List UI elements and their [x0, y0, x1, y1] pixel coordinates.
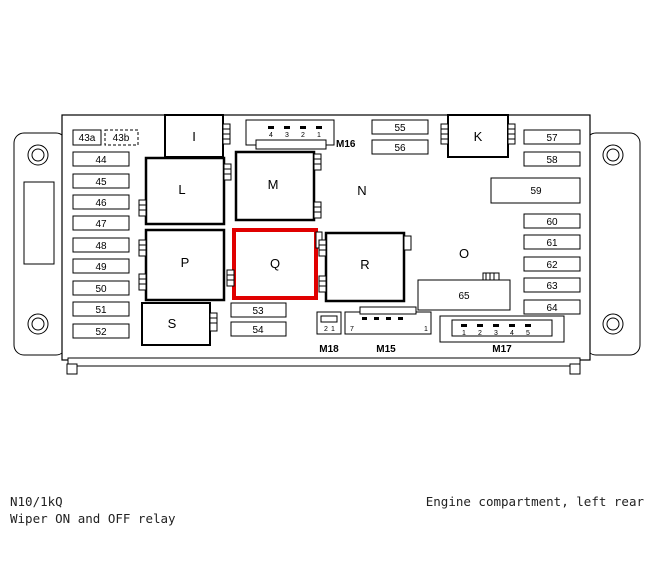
fuse-46: 46	[72, 194, 130, 210]
component-description: Wiper ON and OFF relay	[10, 511, 176, 526]
pin-label: 1	[317, 132, 321, 139]
relay-q-highlight	[232, 228, 318, 300]
area-o-label: O	[459, 246, 469, 261]
pin-label: 2	[324, 326, 328, 333]
connector-label: M15	[376, 344, 396, 355]
pin-label: 7	[350, 326, 354, 333]
component-location: Engine compartment, left rear	[425, 494, 644, 509]
caption-left: N10/1kQ Wiper ON and OFF relay	[10, 493, 176, 527]
fuse-label: 57	[546, 133, 558, 144]
fuse-62: 62	[523, 256, 581, 272]
fuse-49: 49	[72, 258, 130, 274]
mounting-flange-left	[13, 132, 67, 356]
fuse-label: 58	[546, 155, 558, 166]
relay-label: S	[168, 316, 177, 331]
fuse-43b: 43b	[104, 129, 139, 146]
fuse-60: 60	[523, 213, 581, 229]
fuse-label: 62	[546, 260, 558, 271]
fuse-57: 57	[523, 129, 581, 145]
foot-right	[569, 363, 581, 375]
relay-i: I	[164, 114, 231, 158]
fuse-label: 46	[95, 198, 107, 209]
fuse-label: 56	[394, 143, 406, 154]
pin-label: 3	[494, 330, 498, 337]
fuse-label: 52	[95, 327, 107, 338]
fuse-label: 44	[95, 155, 107, 166]
fuse-63: 63	[523, 277, 581, 293]
fuse-48: 48	[72, 237, 130, 253]
pin-label: 2	[478, 330, 482, 337]
mounting-flange-right	[585, 132, 641, 356]
relay-l: L	[138, 156, 232, 226]
fuse-label: 65	[458, 291, 470, 302]
fuse-label: 49	[95, 262, 107, 273]
relay-q: Q	[226, 228, 323, 300]
relay-label: R	[360, 257, 369, 272]
area-n-label: N	[357, 183, 366, 198]
fuse-44: 44	[72, 151, 130, 167]
fuse-label: 47	[95, 219, 107, 230]
pin-label: 4	[269, 132, 273, 139]
pin-label: 3	[285, 132, 289, 139]
pin-label: 5	[526, 330, 530, 337]
fuse-50: 50	[72, 280, 130, 296]
relay-k: K	[440, 114, 516, 158]
fuse-61: 61	[523, 234, 581, 250]
fuse-label: 59	[530, 186, 542, 197]
fuse-65: 65	[417, 272, 511, 311]
relay-p: P	[138, 228, 226, 302]
fuse-label: 54	[252, 325, 264, 336]
relay-label: L	[178, 182, 185, 197]
connector-m17: 1 2 3 4 5 M17	[439, 315, 565, 355]
fuse-52: 52	[72, 323, 130, 339]
component-code: N10/1kQ	[10, 494, 63, 509]
fuse-label: 60	[546, 217, 558, 228]
relay-label: I	[192, 129, 196, 144]
pin-label: 1	[462, 330, 466, 337]
fuse-51: 51	[72, 301, 130, 317]
relay-label: Q	[270, 256, 280, 271]
connector-m16: 4 3 2 1 M16	[245, 119, 356, 150]
foot-left	[66, 363, 78, 375]
relay-s: S	[141, 302, 218, 346]
fuse-label: 61	[546, 238, 558, 249]
pin-label: 2	[301, 132, 305, 139]
fuse-64: 64	[523, 299, 581, 315]
fuse-label: 55	[394, 123, 406, 134]
relay-r: R	[318, 231, 412, 303]
caption-right: Engine compartment, left rear	[426, 493, 644, 510]
fuse-label: 53	[252, 306, 264, 317]
relay-label: P	[181, 255, 190, 270]
fuse-label: 64	[546, 303, 558, 314]
fuse-label: 50	[95, 284, 107, 295]
fuse-53: 53	[230, 302, 287, 318]
pin-label: 4	[510, 330, 514, 337]
fuse-45: 45	[72, 173, 130, 189]
connector-label: M16	[336, 139, 356, 150]
fuse-56: 56	[371, 139, 429, 155]
fuse-box-diagram: 43a 43b 44 45 46 47 48 49 50 51 52 53 54…	[13, 114, 641, 375]
connector-label: M18	[319, 344, 339, 355]
fuse-59: 59	[490, 177, 581, 204]
relay-label: M	[268, 177, 279, 192]
fuse-label: 51	[95, 305, 107, 316]
fuse-label: 48	[95, 241, 107, 252]
fuse-43a: 43a	[72, 129, 102, 146]
fuse-58: 58	[523, 151, 581, 167]
fuse-label: 45	[95, 177, 107, 188]
relay-m: M	[234, 150, 322, 222]
fuse-label: 63	[546, 281, 558, 292]
fuse-54: 54	[230, 321, 287, 337]
fuse-box-bottom-rim	[67, 357, 581, 367]
connector-m15: 7 1 M15	[344, 306, 432, 355]
fuse-label: 43b	[113, 133, 130, 144]
connector-m18: 2 1 M18	[316, 311, 342, 355]
connector-label: M17	[492, 344, 512, 355]
fuse-55: 55	[371, 119, 429, 135]
fuse-47: 47	[72, 215, 130, 231]
pin-label: 1	[331, 326, 335, 333]
pin-label: 1	[424, 326, 428, 333]
fuse-label: 43a	[79, 133, 96, 144]
relay-label: K	[474, 129, 483, 144]
